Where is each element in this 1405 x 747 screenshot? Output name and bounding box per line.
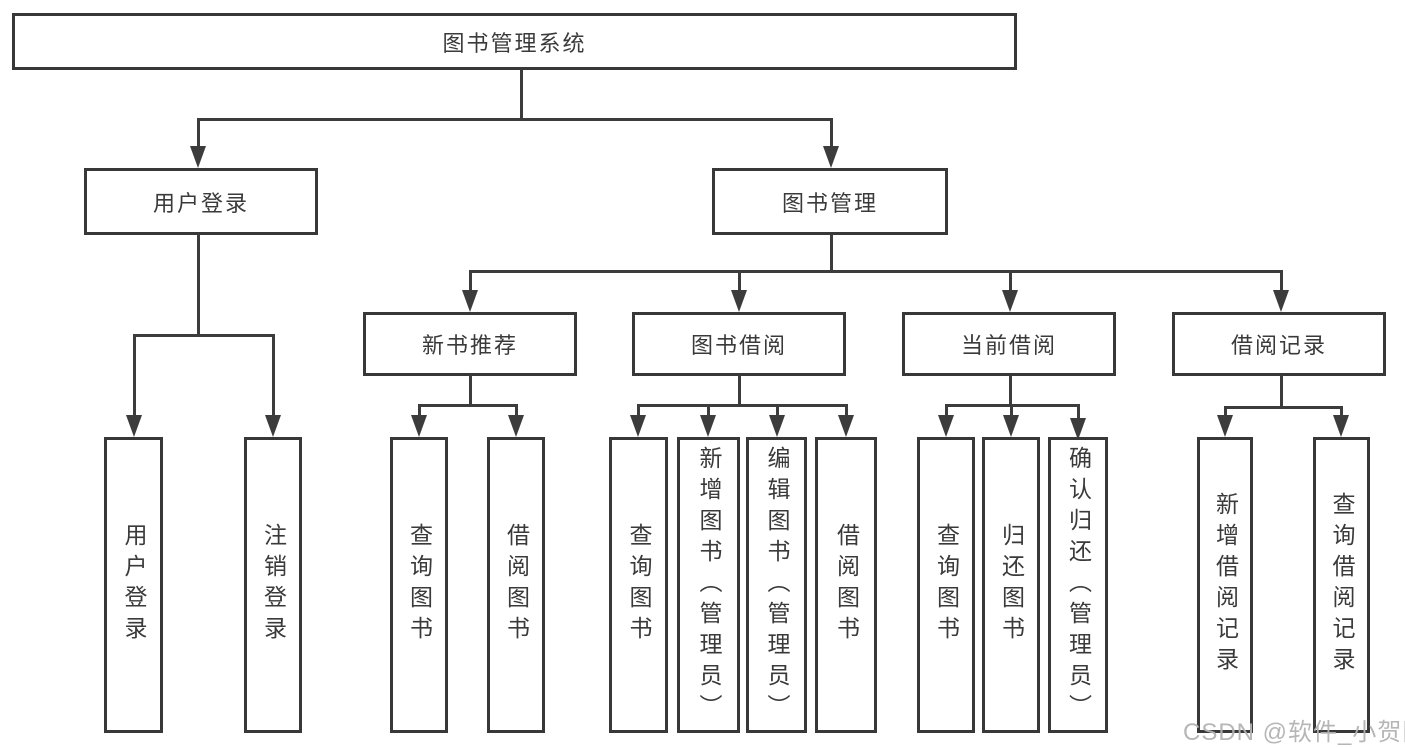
leaf-borrow-books-newbook: 借阅图书	[487, 437, 545, 733]
arrow-return-books-shaft	[1010, 404, 1013, 415]
node-new-book-recommendation: 新书推荐	[363, 312, 577, 376]
arrow-leaf-login-shaft	[133, 334, 136, 415]
leaf-search-books-borrow: 查询图书	[609, 437, 668, 733]
stem-book-management	[830, 234, 833, 273]
arrow-user-login-shaft	[197, 118, 200, 146]
node-label: 归还图书	[998, 523, 1025, 647]
arrow-current-borrow-shaft	[1009, 270, 1012, 290]
node-borrowing-records: 借阅记录	[1172, 312, 1386, 376]
arrow-book-management-head-icon	[823, 146, 839, 168]
stem-root	[520, 69, 523, 121]
arrow-add-books-head-icon	[700, 415, 716, 437]
node-label: 当前借阅	[960, 333, 1057, 358]
arrow-add-record-head-icon	[1217, 415, 1233, 437]
arrow-edit-books-head-icon	[769, 415, 785, 437]
node-user-login: 用户登录	[84, 168, 318, 235]
leaf-add-borrow-record: 新增借阅记录	[1197, 437, 1253, 733]
arrow-search-record-head-icon	[1333, 415, 1349, 437]
leaf-edit-books-admin: 编辑图书（管理员）	[746, 437, 807, 733]
leaf-user-login: 用户登录	[104, 437, 163, 733]
arrow-book-borrowing-head-icon	[731, 290, 747, 312]
leaf-return-books: 归还图书	[982, 437, 1040, 733]
node-label: 借阅图书	[503, 523, 530, 647]
arrow-confirm-return-head-icon	[1070, 418, 1086, 440]
arrow-search-newbook-shaft	[418, 404, 421, 415]
node-label: 图书借阅	[690, 333, 787, 358]
arrow-book-borrowing-shaft	[738, 270, 741, 290]
node-label: 编辑图书（管理员）	[764, 445, 790, 725]
arrow-add-record-shaft	[1224, 406, 1227, 415]
leaf-logout: 注销登录	[244, 437, 302, 733]
arrow-add-books-shaft	[707, 404, 710, 415]
node-label: 注销登录	[260, 523, 287, 647]
arrow-borrow-newbook-head-icon	[508, 415, 524, 437]
node-label: 确认归还（管理员）	[1065, 445, 1092, 725]
arrow-borrow-records-shaft	[1280, 270, 1283, 290]
arrow-leaf-logout-head-icon	[265, 415, 281, 437]
arrow-search-borrow-head-icon	[630, 415, 646, 437]
leaf-search-books-current: 查询图书	[917, 437, 975, 733]
leaf-confirm-return-admin: 确认归还（管理员）	[1048, 437, 1108, 733]
node-label: 图书管理	[781, 190, 878, 216]
arrow-search-record-shaft	[1340, 406, 1343, 415]
arrow-leaf-logout-shaft	[272, 334, 275, 415]
split-new-book	[419, 404, 517, 407]
arrow-book-management-shaft	[830, 118, 833, 146]
node-label: 新增图书（管理员）	[696, 445, 722, 725]
split-book-management	[469, 270, 1282, 273]
node-library-management-system: 图书管理系统	[12, 13, 1017, 70]
node-label: 借阅图书	[833, 523, 860, 647]
node-label: 图书管理系统	[442, 30, 587, 56]
arrow-new-book-head-icon	[462, 290, 478, 312]
node-label: 查询图书	[626, 523, 652, 647]
arrow-return-books-head-icon	[1003, 415, 1019, 437]
arrow-search-current-shaft	[945, 404, 948, 415]
node-label: 用户登录	[152, 190, 249, 216]
arrow-search-borrow-shaft	[637, 404, 640, 415]
watermark: CSDN @软件_小贺同学	[1183, 719, 1405, 746]
node-label: 查询图书	[933, 523, 960, 647]
arrow-borrow-books-head-icon	[838, 415, 854, 437]
leaf-search-books-newbook: 查询图书	[390, 437, 448, 733]
arrow-borrow-books-shaft	[845, 404, 848, 415]
split-borrow-records	[1224, 406, 1343, 409]
node-label: 新增借阅记录	[1212, 492, 1239, 678]
stem-borrow-records	[1280, 375, 1283, 409]
stem-current-borrow	[1009, 375, 1012, 407]
node-label: 新书推荐	[421, 333, 518, 358]
arrow-search-current-head-icon	[938, 415, 954, 437]
arrow-current-borrow-head-icon	[1002, 290, 1018, 312]
node-book-management: 图书管理	[712, 168, 948, 235]
leaf-borrow-books: 借阅图书	[815, 437, 877, 733]
node-current-borrowing: 当前借阅	[902, 312, 1116, 376]
node-label: 借阅记录	[1230, 333, 1327, 358]
node-label: 用户登录	[121, 523, 147, 647]
arrow-leaf-login-head-icon	[126, 415, 142, 437]
arrow-new-book-shaft	[469, 270, 472, 290]
arrow-borrow-newbook-shaft	[515, 404, 518, 415]
arrow-user-login-head-icon	[190, 146, 206, 168]
split-book-borrowing	[637, 404, 847, 407]
stem-new-book	[469, 375, 472, 407]
split-root	[197, 118, 832, 121]
node-label: 查询图书	[406, 523, 433, 647]
leaf-add-books-admin: 新增图书（管理员）	[677, 437, 740, 733]
stem-book-borrowing	[738, 375, 741, 407]
split-user-login	[134, 334, 274, 337]
stem-user-login	[197, 234, 200, 337]
arrow-search-newbook-head-icon	[411, 415, 427, 437]
node-label: 查询借阅记录	[1329, 492, 1355, 678]
arrow-edit-books-shaft	[776, 404, 779, 415]
node-book-borrowing: 图书借阅	[632, 312, 846, 376]
arrow-borrow-records-head-icon	[1273, 290, 1289, 312]
leaf-search-borrow-record: 查询借阅记录	[1313, 437, 1370, 733]
arrow-confirm-return-shaft	[1077, 404, 1080, 418]
